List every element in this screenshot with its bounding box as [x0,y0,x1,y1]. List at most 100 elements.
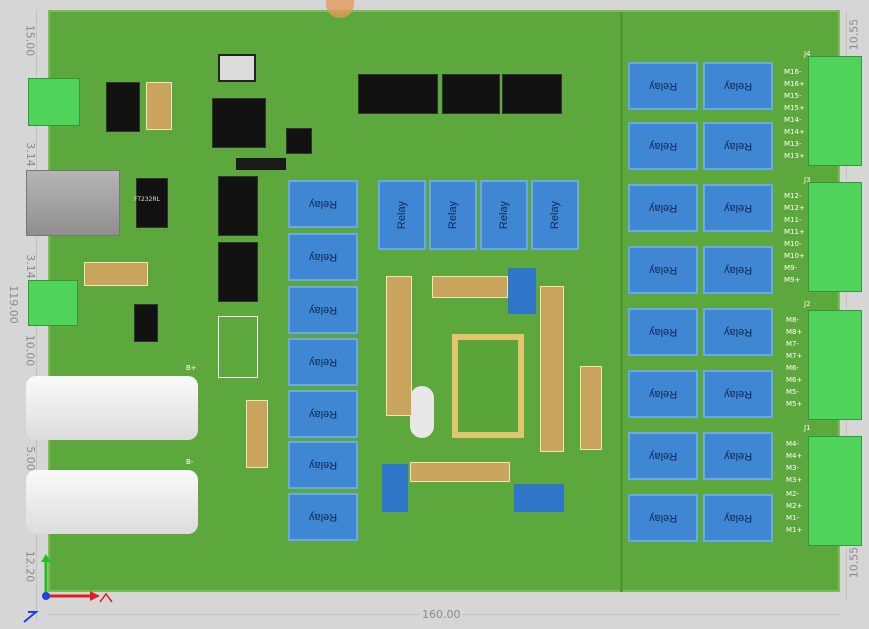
relay-left-6: Relay [288,441,358,489]
trimmer-pot-top [508,268,536,314]
relay-right-3b: Relay [703,184,773,232]
crystal-oscillator [410,386,434,438]
trimmer-pot-left [382,464,408,512]
j4-pin-8: M13+ [784,152,805,160]
j3-pin-2: M12+ [784,204,805,212]
j4-pin-4: M15+ [784,104,805,112]
relay-right-6a: Relay [628,370,698,418]
j2-pin-5: M6- [786,364,800,372]
relay-right-1a: Relay [628,62,698,110]
ic-fpga-qfp [452,334,524,438]
right-dimension-line [846,10,847,600]
relay-left-7: Relay [288,493,358,541]
relay-top-2: Relay [429,180,477,250]
dim-left-c: 10.00 [23,334,37,367]
relay-left-5: Relay [288,390,358,438]
j3-pin-5: M10- [784,240,802,248]
ic-small-sot [286,128,312,154]
relay-top-1: Relay [378,180,426,250]
j3-pin-1: M12- [784,192,802,200]
j3-pin-6: M10+ [784,252,805,260]
terminal-block-power-mid [28,280,78,326]
xyz-axis-icon [23,554,113,623]
bnc-bottom-label: B- [186,458,194,466]
j2-pin-4: M7+ [786,352,803,360]
j1-pin-3: M3- [786,464,800,472]
dim-bottom-width: 160.00 [420,608,463,621]
dim-right-top: 10.55 [847,18,861,51]
j4-pin-3: M15- [784,92,802,100]
smd-resistor-array-1 [146,82,172,130]
relay-right-8a: Relay [628,494,698,542]
dim-left-b: 3.14 [23,254,37,279]
relay-right-4a: Relay [628,246,698,294]
smd-resistor-array-3 [386,276,412,416]
ic-shift-register-3 [502,74,562,114]
ic-microcontroller [212,98,266,148]
relay-right-5b: Relay [703,308,773,356]
bnc-connector-top [26,376,198,440]
j2-pin-1: M8- [786,316,800,324]
j2-pin-3: M7- [786,340,800,348]
j3-label: J3 [804,176,811,184]
smd-resistor-array-4 [432,276,508,298]
relay-right-7b: Relay [703,432,773,480]
dim-left-top: 15.00 [23,24,37,57]
j2-pin-7: M5- [786,388,800,396]
header-pins [236,158,286,170]
bnc-top-label: B+ [186,364,197,372]
relay-right-8b: Relay [703,494,773,542]
relay-right-4b: Relay [703,246,773,294]
j2-pin-2: M8+ [786,328,803,336]
ic-shift-register-2 [442,74,500,114]
dim-left-height: 119.00 [6,285,20,324]
relay-left-3: Relay [288,286,358,334]
terminal-block-j2 [808,310,862,420]
smd-resistor-array-5 [540,286,564,452]
dim-left-d: 5.00 [23,446,37,471]
relay-left-4: Relay [288,338,358,386]
relay-right-7a: Relay [628,432,698,480]
ic-shift-register-1 [358,74,438,114]
relay-left-2: Relay [288,233,358,281]
smd-resistor-array-7 [410,462,510,482]
j1-pin-2: M4+ [786,452,803,460]
ic-driver-top-left [106,82,140,132]
j4-label: J4 [804,50,811,58]
relay-right-2a: Relay [628,122,698,170]
j3-pin-3: M11- [784,216,802,224]
j1-label: J1 [804,424,811,432]
dim-right-bottom: 10.55 [847,546,861,579]
origin-marker [326,0,354,18]
ic-relay-driver-2 [218,242,258,302]
ic-outline-so8 [218,316,258,378]
j1-pin-4: M3+ [786,476,803,484]
j4-pin-6: M14+ [784,128,805,136]
relay-right-5a: Relay [628,308,698,356]
j4-pin-1: M16- [784,68,802,76]
ic-regulator-small [134,304,158,342]
relay-right-3a: Relay [628,184,698,232]
j2-pin-6: M6+ [786,376,803,384]
relay-top-3: Relay [480,180,528,250]
trimmer-pot-bottom [514,484,564,512]
terminal-block-power-top [28,78,80,126]
ic-usb-serial [136,178,168,228]
j3-pin-7: M9- [784,264,798,272]
j1-pin-1: M4- [786,440,800,448]
dim-left-a: 3.14 [23,142,37,167]
usb-connector [26,170,120,236]
board-divider [620,12,623,592]
terminal-block-j3 [808,182,862,292]
terminal-block-j1 [808,436,862,546]
voltage-regulator [218,54,256,82]
smd-resistor-array-2 [84,262,148,286]
j1-pin-5: M2- [786,490,800,498]
relay-right-2b: Relay [703,122,773,170]
j4-pin-2: M16+ [784,80,805,88]
bnc-connector-bottom [26,470,198,534]
ic-relay-driver-1 [218,176,258,236]
usb-chip-label: FT232RL [134,196,160,203]
relay-left-1: Relay [288,180,358,228]
j1-pin-7: M1- [786,514,800,522]
